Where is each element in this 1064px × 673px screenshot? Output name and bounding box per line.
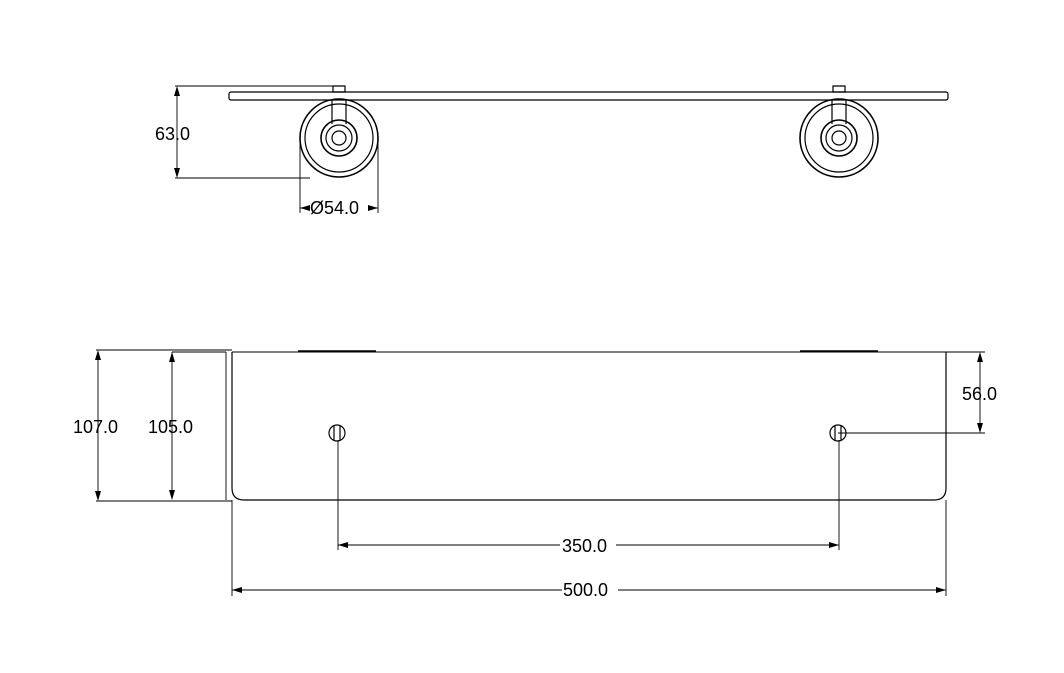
dim-hole-offset-label: 56.0 <box>962 384 997 404</box>
dim-top-height-label: 63.0 <box>155 124 190 144</box>
top-view: 63.0 Ø54.0 <box>155 85 949 218</box>
dim-hole-spacing-label: 350.0 <box>562 536 607 556</box>
dim-hole-spacing: 350.0 <box>337 440 840 556</box>
dim-hole-offset: 56.0 <box>838 351 997 434</box>
left-bracket <box>299 85 379 178</box>
dim-overall-depth: 107.0 <box>73 349 232 502</box>
dim-overall-length-label: 500.0 <box>563 580 608 600</box>
dim-shelf-depth-label: 105.0 <box>148 417 193 437</box>
right-bracket <box>799 85 879 178</box>
dim-top-height: 63.0 <box>155 85 340 179</box>
dim-rose-diameter: Ø54.0 <box>299 140 379 218</box>
dim-rose-diameter-label: Ø54.0 <box>310 198 359 218</box>
glass-shelf <box>228 91 949 101</box>
left-hole <box>328 424 346 442</box>
dim-overall-length: 500.0 <box>231 500 947 600</box>
shelf-outline <box>231 352 947 501</box>
dim-overall-depth-label: 107.0 <box>73 417 118 437</box>
front-view: 107.0 105.0 56.0 350.0 <box>73 349 997 600</box>
dim-shelf-depth: 105.0 <box>148 352 193 500</box>
